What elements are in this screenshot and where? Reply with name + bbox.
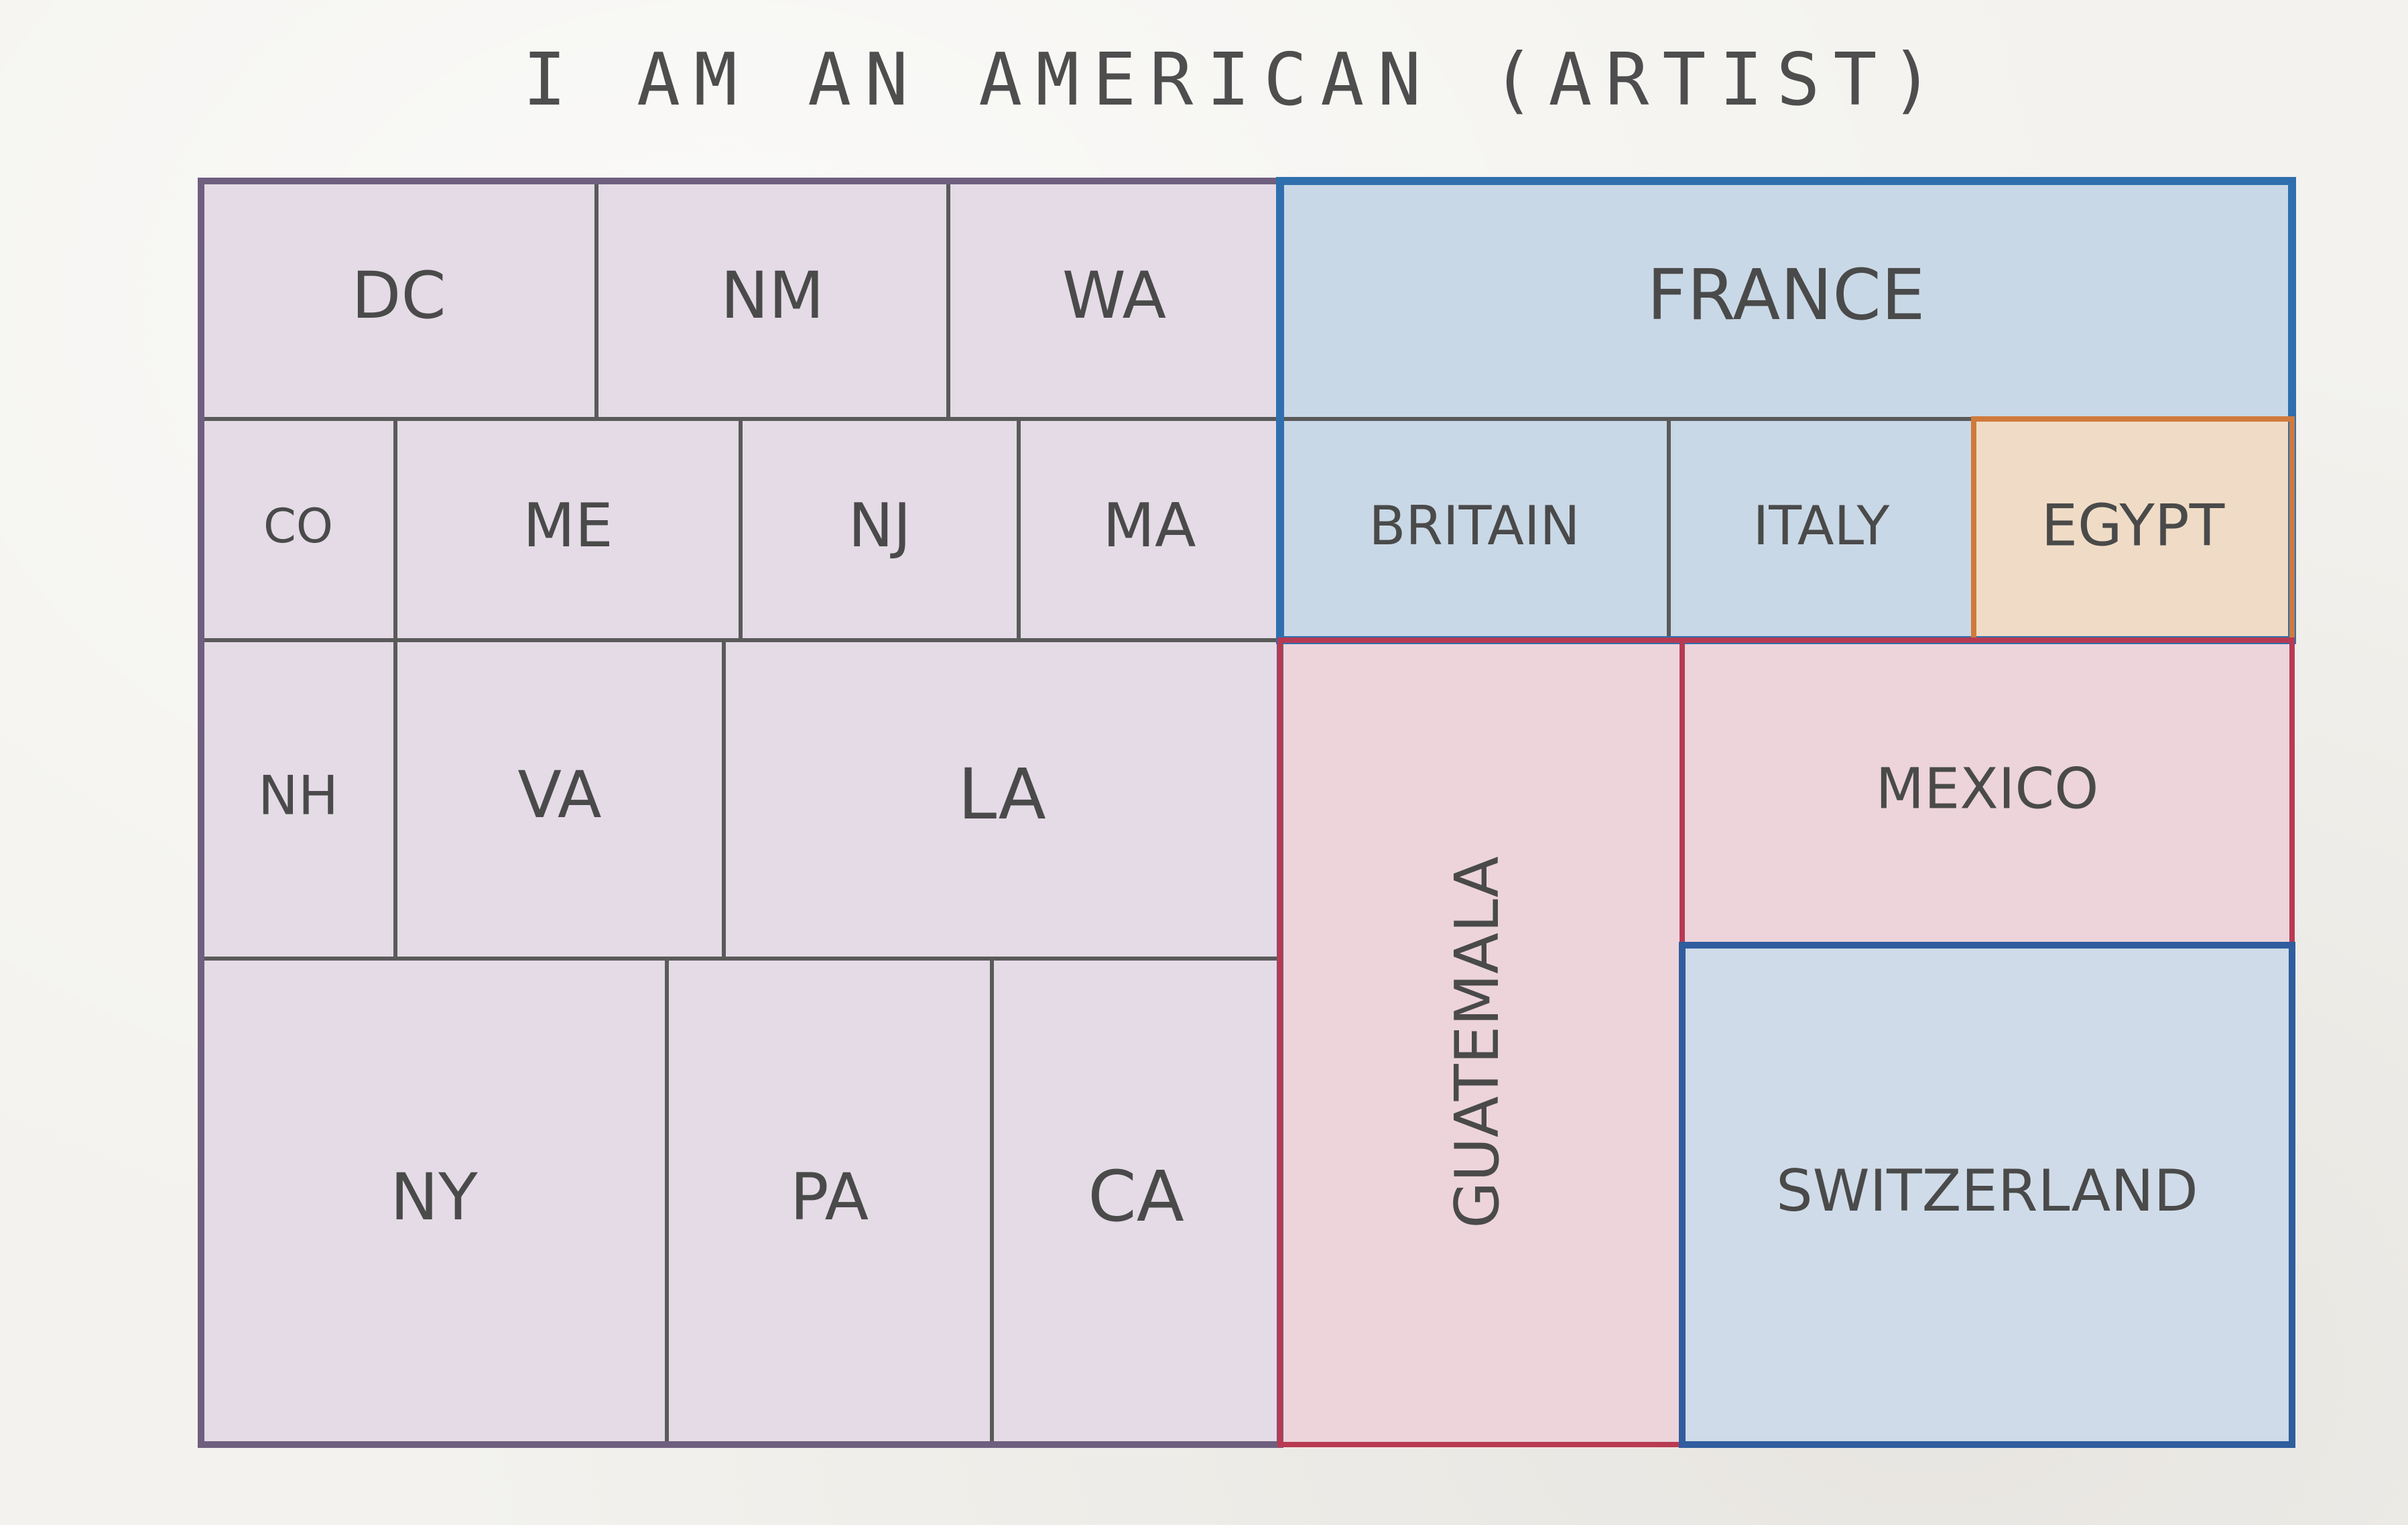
tile-label-nj: NJ [848, 491, 911, 561]
tile-nh [199, 638, 397, 961]
tile-label-nh: NH [258, 764, 338, 827]
tile-egypt [1972, 417, 2294, 642]
labels-layer: DC NM WA CO ME NJ MA NH VA LA NY PA CA FRANCE BRITAIN I… [258, 254, 2225, 1237]
tile-label-pa: PA [790, 1160, 869, 1235]
tile-label-mexico: MEXICO [1876, 755, 2099, 821]
tile-label-britain: BRITAIN [1369, 495, 1580, 557]
tile-label-va: VA [517, 757, 601, 833]
tile-ca [990, 957, 1282, 1447]
tile-label-switzerland: SWITZERLAND [1776, 1158, 2198, 1225]
tile-pa [665, 957, 994, 1447]
tile-nj [739, 417, 1021, 642]
tile-label-la: LA [958, 753, 1045, 835]
tiles-layer [199, 179, 2294, 1447]
tile-label-ny: NY [390, 1160, 478, 1235]
tile-switzerland [1680, 943, 2294, 1447]
tile-ny [199, 957, 669, 1447]
tile-me [393, 417, 743, 642]
tile-label-egypt: EGYPT [2041, 492, 2225, 559]
chart-title: I AM AN AMERICAN (ARTIST) [523, 38, 1948, 122]
tile-co [199, 417, 397, 642]
tile-label-co: CO [263, 499, 333, 554]
tile-label-italy: ITALY [1753, 495, 1891, 557]
tile-ma [1017, 417, 1282, 642]
tile-label-wa: WA [1062, 258, 1166, 333]
tile-france [1278, 179, 2294, 421]
tile-label-ca: CA [1088, 1156, 1184, 1237]
tile-label-guatemala: GUATEMALA [1442, 856, 1513, 1228]
tile-la [722, 638, 1282, 961]
tile-label-ma: MA [1102, 491, 1196, 561]
tile-label-nm: NM [720, 258, 824, 333]
tile-label-me: ME [523, 491, 613, 561]
switzerland-border [1679, 942, 2295, 1448]
tile-label-dc: DC [352, 258, 446, 333]
borders-layer [198, 177, 2296, 1448]
tile-label-france: FRANCE [1647, 254, 1925, 336]
